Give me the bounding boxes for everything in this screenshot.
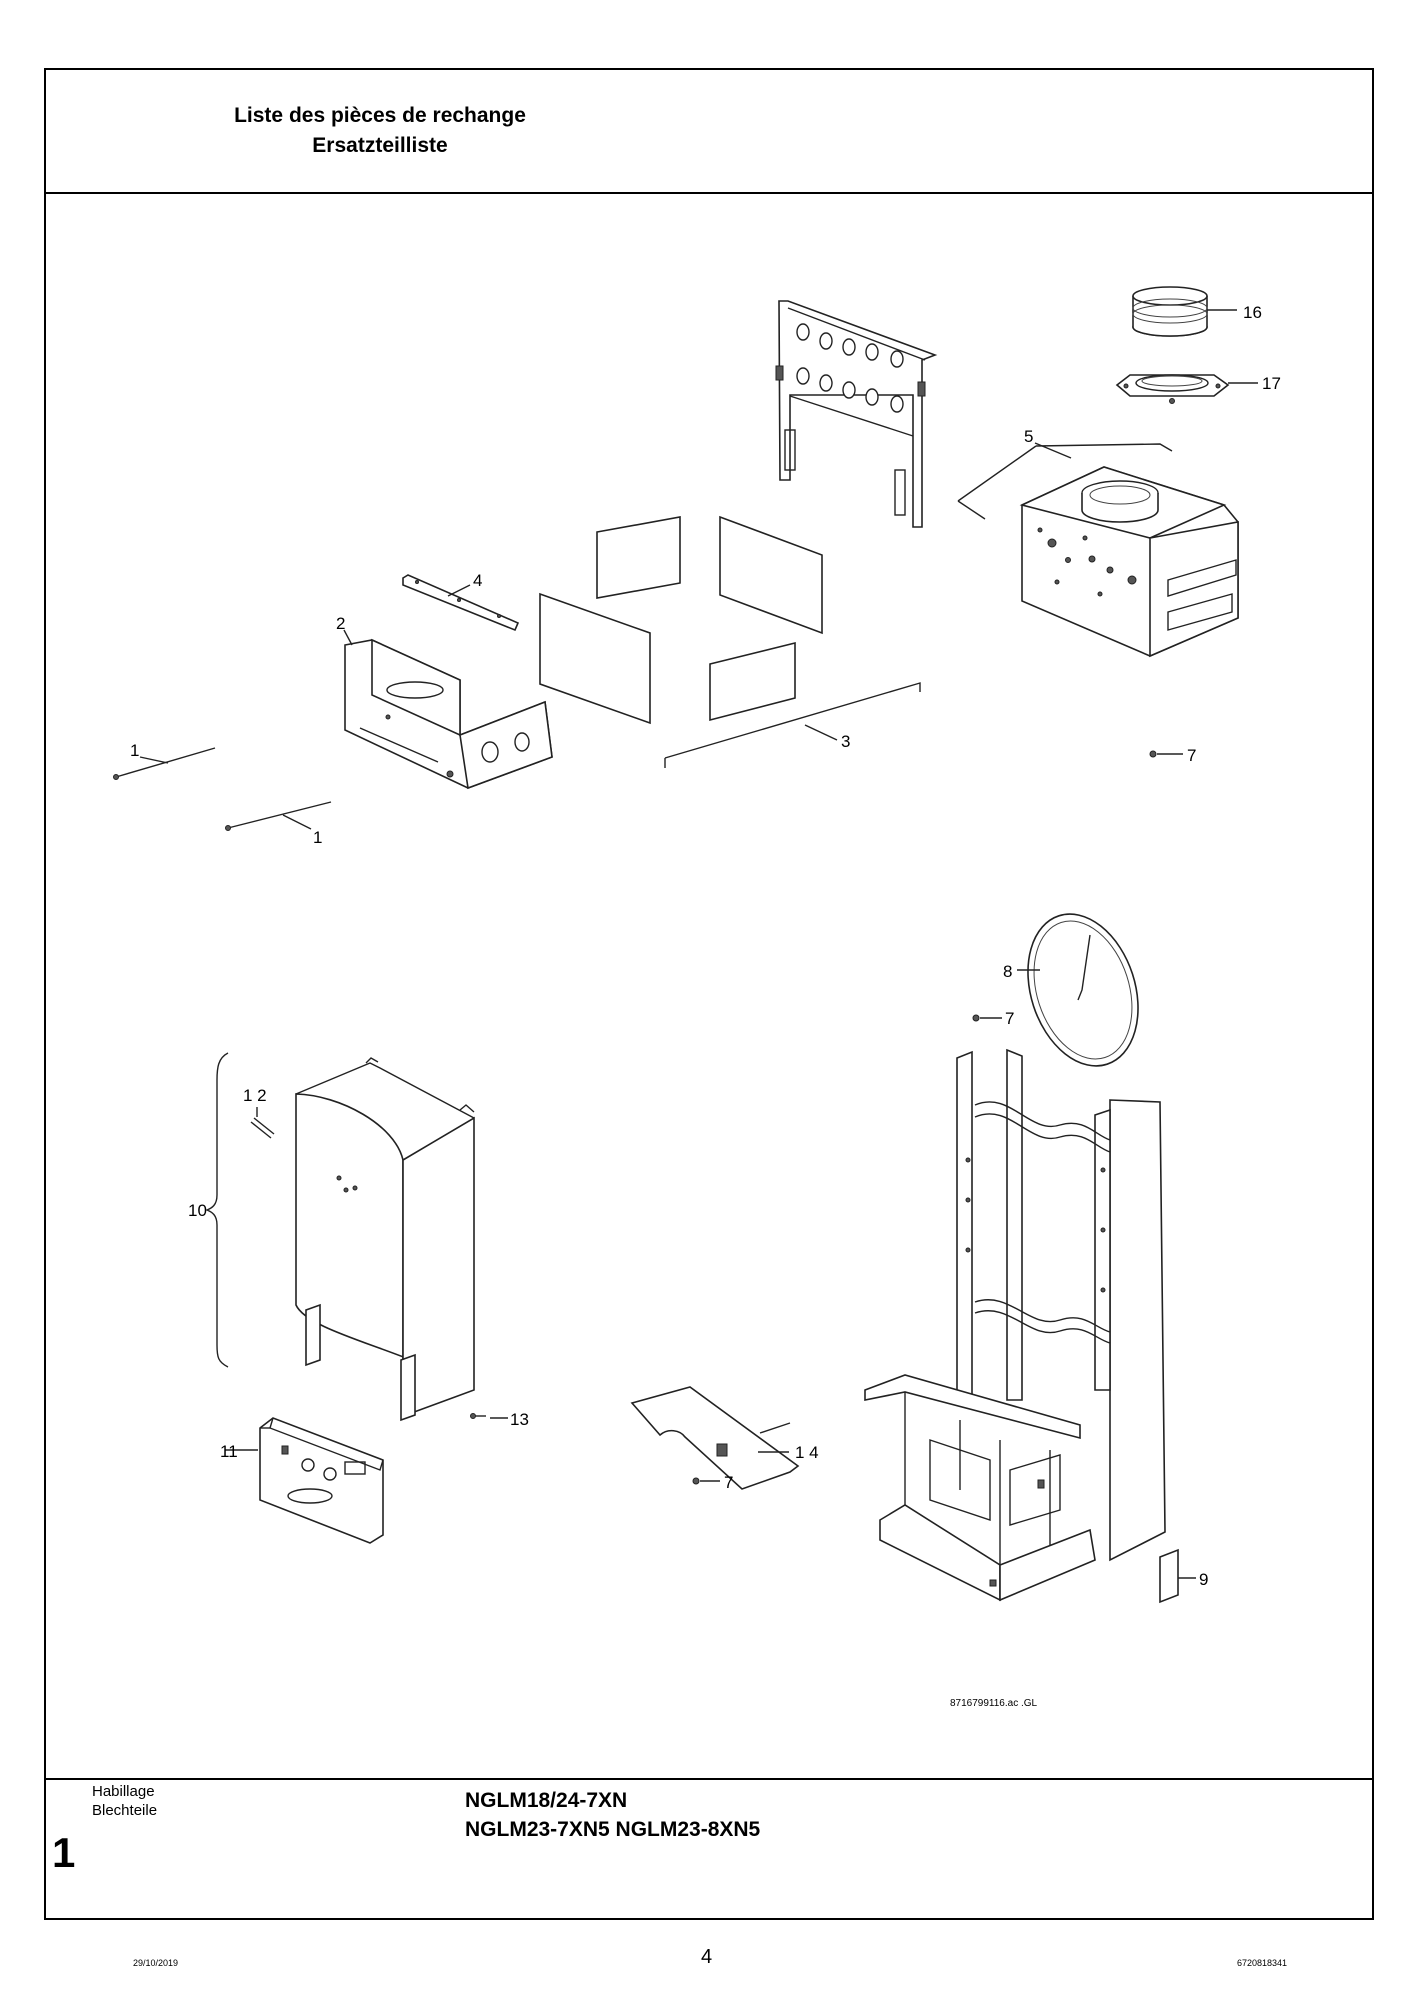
part-1-electrodes bbox=[113, 747, 332, 831]
callout-7-bottom: 7 bbox=[724, 1473, 733, 1492]
part-7-screw-middle bbox=[972, 1014, 1002, 1022]
part-11-control-fascia bbox=[225, 1417, 384, 1544]
part-9-panel bbox=[1159, 1548, 1196, 1604]
footer-divider bbox=[44, 1778, 1374, 1780]
title-french: Liste des pièces de rechange bbox=[234, 104, 526, 127]
callout-8: 8 bbox=[1003, 962, 1012, 981]
callout-3: 3 bbox=[841, 732, 850, 751]
part-7-screw-bottom bbox=[692, 1477, 720, 1485]
part-13-screw bbox=[470, 1413, 508, 1419]
callout-11: 11 bbox=[220, 1442, 238, 1461]
section-name-german: Blechteile bbox=[92, 1802, 158, 1819]
part-10-front-casing bbox=[205, 1052, 475, 1422]
callout-12: 1 2 bbox=[243, 1086, 267, 1105]
part-17-flange bbox=[1115, 374, 1258, 404]
callout-16: 16 bbox=[1243, 303, 1262, 322]
part-3-insulation-panels bbox=[539, 515, 921, 768]
callout-4: 4 bbox=[473, 571, 482, 590]
callout-1-bottom: 1 bbox=[313, 828, 322, 847]
part-wall-bracket bbox=[775, 300, 938, 528]
part-4-bracket-strip bbox=[402, 574, 520, 632]
callout-14: 1 4 bbox=[795, 1443, 819, 1462]
part-2-combustion-chamber bbox=[344, 638, 553, 790]
callout-1-top: 1 bbox=[130, 741, 139, 760]
section-name-french: Habillage bbox=[92, 1783, 155, 1800]
callout-9: 9 bbox=[1199, 1570, 1208, 1589]
part-8-expansion-vessel bbox=[1017, 913, 1139, 1067]
part-16-flue-ring bbox=[1132, 286, 1237, 337]
callout-17: 17 bbox=[1262, 374, 1281, 393]
part-14-cover-plate bbox=[630, 1386, 800, 1490]
drawing-reference: 8716799116.ac .GL bbox=[950, 1698, 1038, 1709]
document-date: 29/10/2019 bbox=[133, 1958, 179, 1968]
callout-7-top: 7 bbox=[1187, 746, 1196, 765]
callout-13: 13 bbox=[510, 1410, 529, 1429]
part-main-chassis bbox=[864, 1048, 1166, 1602]
section-number: 1 bbox=[52, 1829, 76, 1876]
page-frame bbox=[44, 68, 1374, 1920]
title-german: Ersatzteilliste bbox=[312, 134, 448, 157]
part-12-pin bbox=[250, 1107, 275, 1139]
model-line-2: NGLM23-7XN5 NGLM23-8XN5 bbox=[465, 1818, 761, 1841]
callout-10: 10 bbox=[188, 1201, 207, 1220]
callout-2: 2 bbox=[336, 614, 345, 633]
model-line-1: NGLM18/24-7XN bbox=[465, 1789, 628, 1812]
exploded-parts-diagram: 16 17 5 bbox=[113, 286, 1281, 1709]
callout-7-middle: 7 bbox=[1005, 1009, 1014, 1028]
part-5-fan-hood bbox=[957, 443, 1239, 658]
callout-5: 5 bbox=[1024, 427, 1033, 446]
page-number: 4 bbox=[701, 1946, 713, 1968]
document-number: 6720818341 bbox=[1237, 1958, 1288, 1968]
part-7-screw-top bbox=[1149, 750, 1183, 758]
header-divider bbox=[44, 192, 1374, 194]
